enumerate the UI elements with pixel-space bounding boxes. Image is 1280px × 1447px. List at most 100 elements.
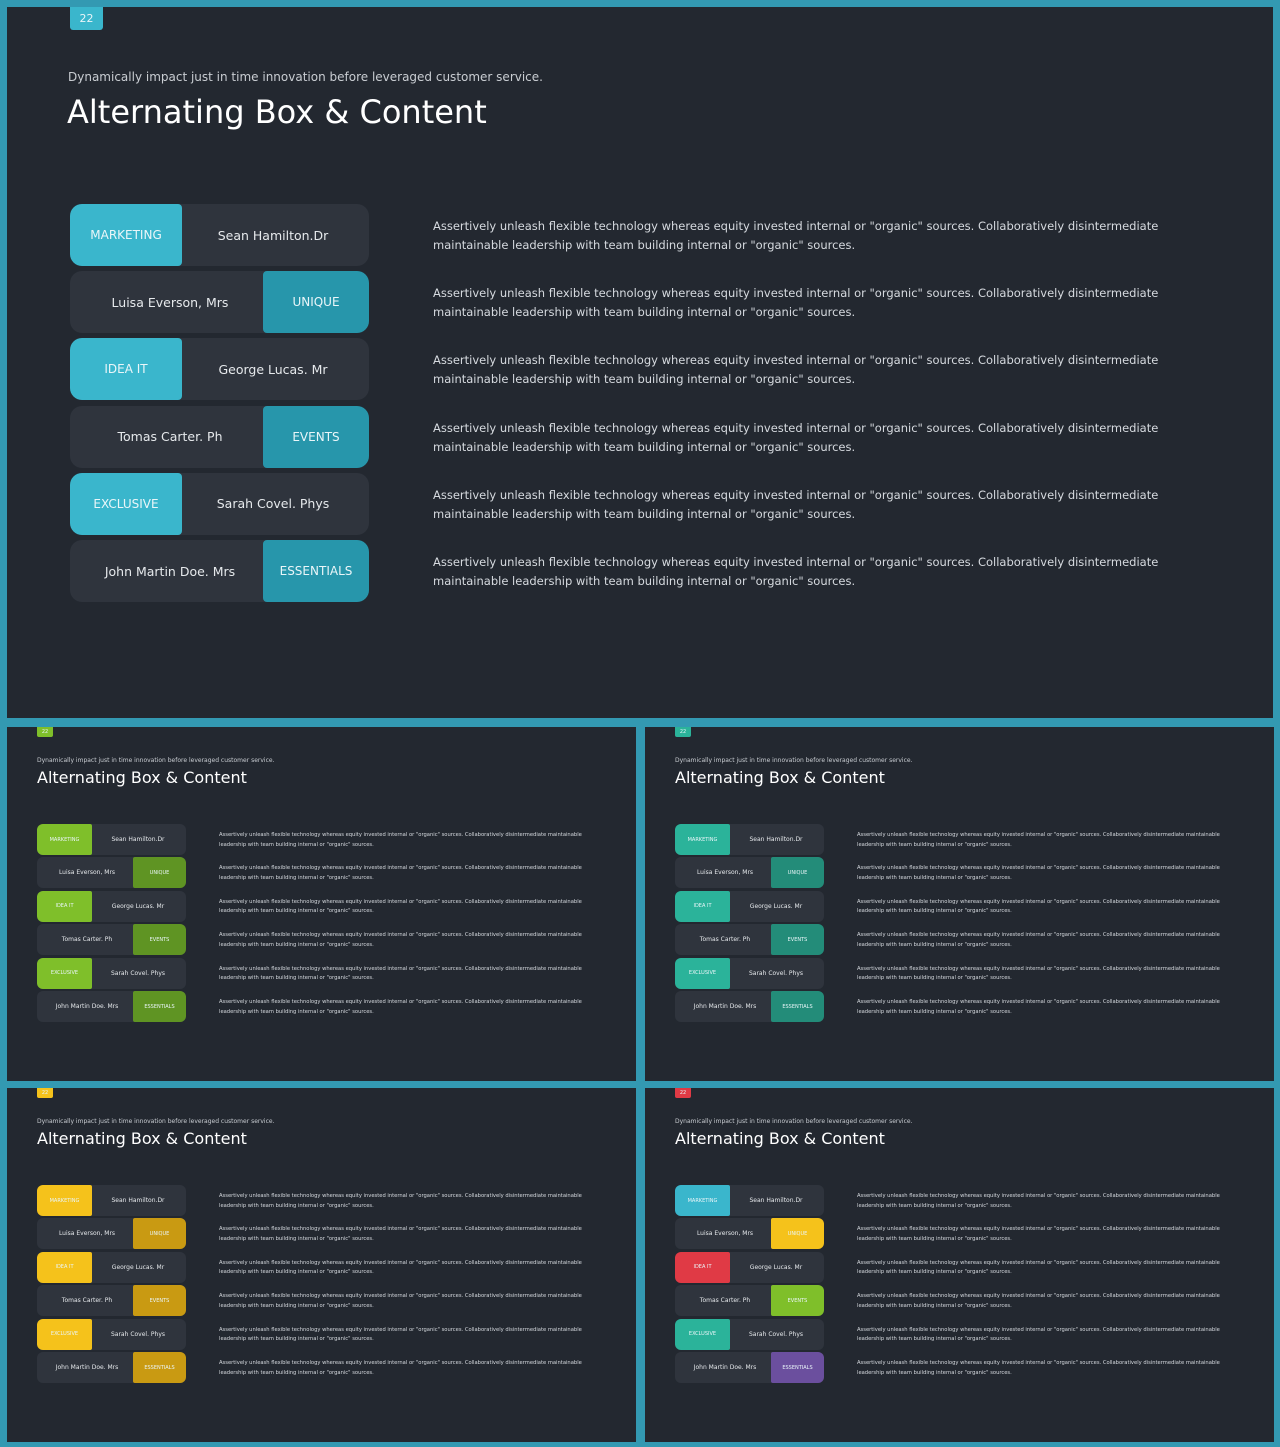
box-row: IDEA IT George Lucas. Mr bbox=[37, 890, 186, 922]
row-name: George Lucas. Mr bbox=[111, 902, 165, 910]
row-name: John Martin Doe. Mrs bbox=[55, 1364, 119, 1371]
row-name: Sean Hamilton.Dr bbox=[111, 836, 165, 843]
row-description: Assertively unleash flexible technology … bbox=[219, 1259, 582, 1276]
row-tag: EVENTS bbox=[771, 924, 824, 956]
row-tag: EXCLUSIVE bbox=[37, 1318, 92, 1350]
row-tag: ESSENTIALS bbox=[133, 991, 186, 1022]
row-description: Assertively unleash flexible technology … bbox=[857, 965, 1220, 982]
row-tag: EVENTS bbox=[771, 1285, 824, 1317]
slide-thumbnail-yellow[interactable]: 22 Dynamically impact just in time innov… bbox=[7, 1088, 636, 1442]
row-tag: EXCLUSIVE bbox=[675, 957, 730, 989]
row-name: Sean Hamilton.Dr bbox=[217, 227, 329, 243]
row-description: Assertively unleash flexible technology … bbox=[219, 832, 582, 848]
row-tag: IDEA IT bbox=[675, 1251, 730, 1283]
slide-subtitle: Dynamically impact just in time innovati… bbox=[37, 757, 275, 764]
row-tag: ESSENTIALS bbox=[771, 1352, 824, 1383]
box-row: EXCLUSIVE Sarah Covel. Phys bbox=[675, 1318, 824, 1350]
slide-number: 22 bbox=[37, 727, 53, 737]
slide-thumbnail-multicolor[interactable]: 22 Dynamically impact just in time innov… bbox=[645, 1088, 1274, 1442]
slide-thumbnail-green[interactable]: 22 Dynamically impact just in time innov… bbox=[7, 727, 636, 1081]
row-tag: UNIQUE bbox=[771, 857, 824, 889]
slide-number: 22 bbox=[37, 1088, 53, 1098]
row-name: Tomas Carter. Ph bbox=[699, 1297, 751, 1305]
row-name: Sean Hamilton.Dr bbox=[749, 1197, 803, 1204]
row-description: Assertively unleash flexible technology … bbox=[857, 832, 1220, 848]
row-description: Assertively unleash flexible technology … bbox=[433, 286, 1159, 320]
row-description: Assertively unleash flexible technology … bbox=[857, 932, 1220, 948]
row-name: Sarah Covel. Phys bbox=[748, 1330, 804, 1338]
box-row: EVENTS Tomas Carter. Ph bbox=[675, 924, 824, 956]
row-name: Tomas Carter. Ph bbox=[61, 1297, 113, 1305]
row-description: Assertively unleash flexible technology … bbox=[857, 1259, 1220, 1276]
slide-number: 22 bbox=[675, 727, 691, 737]
row-description: Assertively unleash flexible technology … bbox=[219, 1293, 582, 1309]
row-description: Assertively unleash flexible technology … bbox=[433, 555, 1159, 588]
box-row: EXCLUSIVE Sarah Covel. Phys bbox=[37, 1318, 186, 1350]
row-description: Assertively unleash flexible technology … bbox=[219, 1193, 582, 1209]
box-row: EXCLUSIVE Sarah Covel. Phys bbox=[675, 957, 824, 989]
row-name: Tomas Carter. Ph bbox=[699, 936, 751, 944]
row-tag: EVENTS bbox=[133, 1285, 186, 1317]
row-tag: EXCLUSIVE bbox=[37, 957, 92, 989]
box-row: EVENTS Tomas Carter. Ph bbox=[675, 1285, 824, 1317]
row-tag: ESSENTIALS bbox=[771, 991, 824, 1022]
box-row: MARKETING Sean Hamilton.Dr bbox=[675, 824, 824, 855]
row-description: Assertively unleash flexible technology … bbox=[219, 999, 582, 1015]
slide-title: Alternating Box & Content bbox=[675, 1129, 885, 1148]
row-name: Luisa Everson, Mrs bbox=[111, 294, 229, 310]
row-tag: UNIQUE bbox=[263, 271, 369, 334]
slide-title: Alternating Box & Content bbox=[37, 768, 247, 787]
box-row: ESSENTIALS John Martin Doe. Mrs bbox=[37, 991, 186, 1022]
box-row: ESSENTIALS John Martin Doe. Mrs bbox=[675, 1352, 824, 1383]
row-tag: UNIQUE bbox=[133, 857, 186, 889]
row-tag: MARKETING bbox=[37, 1185, 92, 1216]
row-name: John Martin Doe. Mrs bbox=[55, 1003, 119, 1010]
row-name: George Lucas. Mr bbox=[111, 1263, 165, 1271]
row-description: Assertively unleash flexible technology … bbox=[219, 1226, 582, 1242]
row-name: Sarah Covel. Phys bbox=[110, 969, 166, 977]
row-description: Assertively unleash flexible technology … bbox=[219, 1360, 582, 1376]
row-name: Luisa Everson, Mrs bbox=[696, 1230, 754, 1238]
row-tag: IDEA IT bbox=[37, 890, 92, 922]
row-description: Assertively unleash flexible technology … bbox=[219, 965, 582, 982]
slide-subtitle: Dynamically impact just in time innovati… bbox=[675, 1118, 913, 1125]
row-tag: EXCLUSIVE bbox=[70, 472, 182, 535]
row-tag: EXCLUSIVE bbox=[675, 1318, 730, 1350]
row-name: Sarah Covel. Phys bbox=[216, 496, 330, 512]
row-tag: IDEA IT bbox=[70, 338, 182, 401]
row-description: Assertively unleash flexible technology … bbox=[857, 898, 1220, 915]
row-description: Assertively unleash flexible technology … bbox=[219, 932, 582, 948]
row-name: John Martin Doe. Mrs bbox=[693, 1364, 757, 1371]
row-name: John Martin Doe. Mrs bbox=[104, 563, 236, 579]
row-name: Sarah Covel. Phys bbox=[748, 969, 804, 977]
slide-title: Alternating Box & Content bbox=[67, 93, 487, 131]
row-tag: MARKETING bbox=[675, 824, 730, 855]
row-name: Sarah Covel. Phys bbox=[110, 1330, 166, 1338]
row-name: George Lucas. Mr bbox=[749, 1263, 803, 1271]
slide-subtitle: Dynamically impact just in time innovati… bbox=[675, 757, 913, 764]
row-description: Assertively unleash flexible technology … bbox=[857, 999, 1220, 1015]
row-name: Sean Hamilton.Dr bbox=[749, 836, 803, 843]
slide-thumbnail-teal[interactable]: 22 Dynamically impact just in time innov… bbox=[645, 727, 1274, 1081]
row-description: Assertively unleash flexible technology … bbox=[433, 487, 1159, 521]
row-name: Luisa Everson, Mrs bbox=[58, 1230, 116, 1238]
box-row: EVENTS Tomas Carter. Ph bbox=[37, 1285, 186, 1317]
row-name: John Martin Doe. Mrs bbox=[693, 1003, 757, 1010]
box-row: MARKETING Sean Hamilton.Dr bbox=[70, 204, 369, 266]
row-description: Assertively unleash flexible technology … bbox=[219, 1326, 582, 1343]
row-tag: MARKETING bbox=[70, 204, 182, 266]
row-description: Assertively unleash flexible technology … bbox=[857, 1226, 1220, 1242]
slide-main: 22 Dynamically impact just in time innov… bbox=[7, 7, 1273, 718]
box-row: ESSENTIALS John Martin Doe. Mrs bbox=[675, 991, 824, 1022]
row-name: Tomas Carter. Ph bbox=[61, 936, 113, 944]
row-description: Assertively unleash flexible technology … bbox=[433, 420, 1159, 454]
